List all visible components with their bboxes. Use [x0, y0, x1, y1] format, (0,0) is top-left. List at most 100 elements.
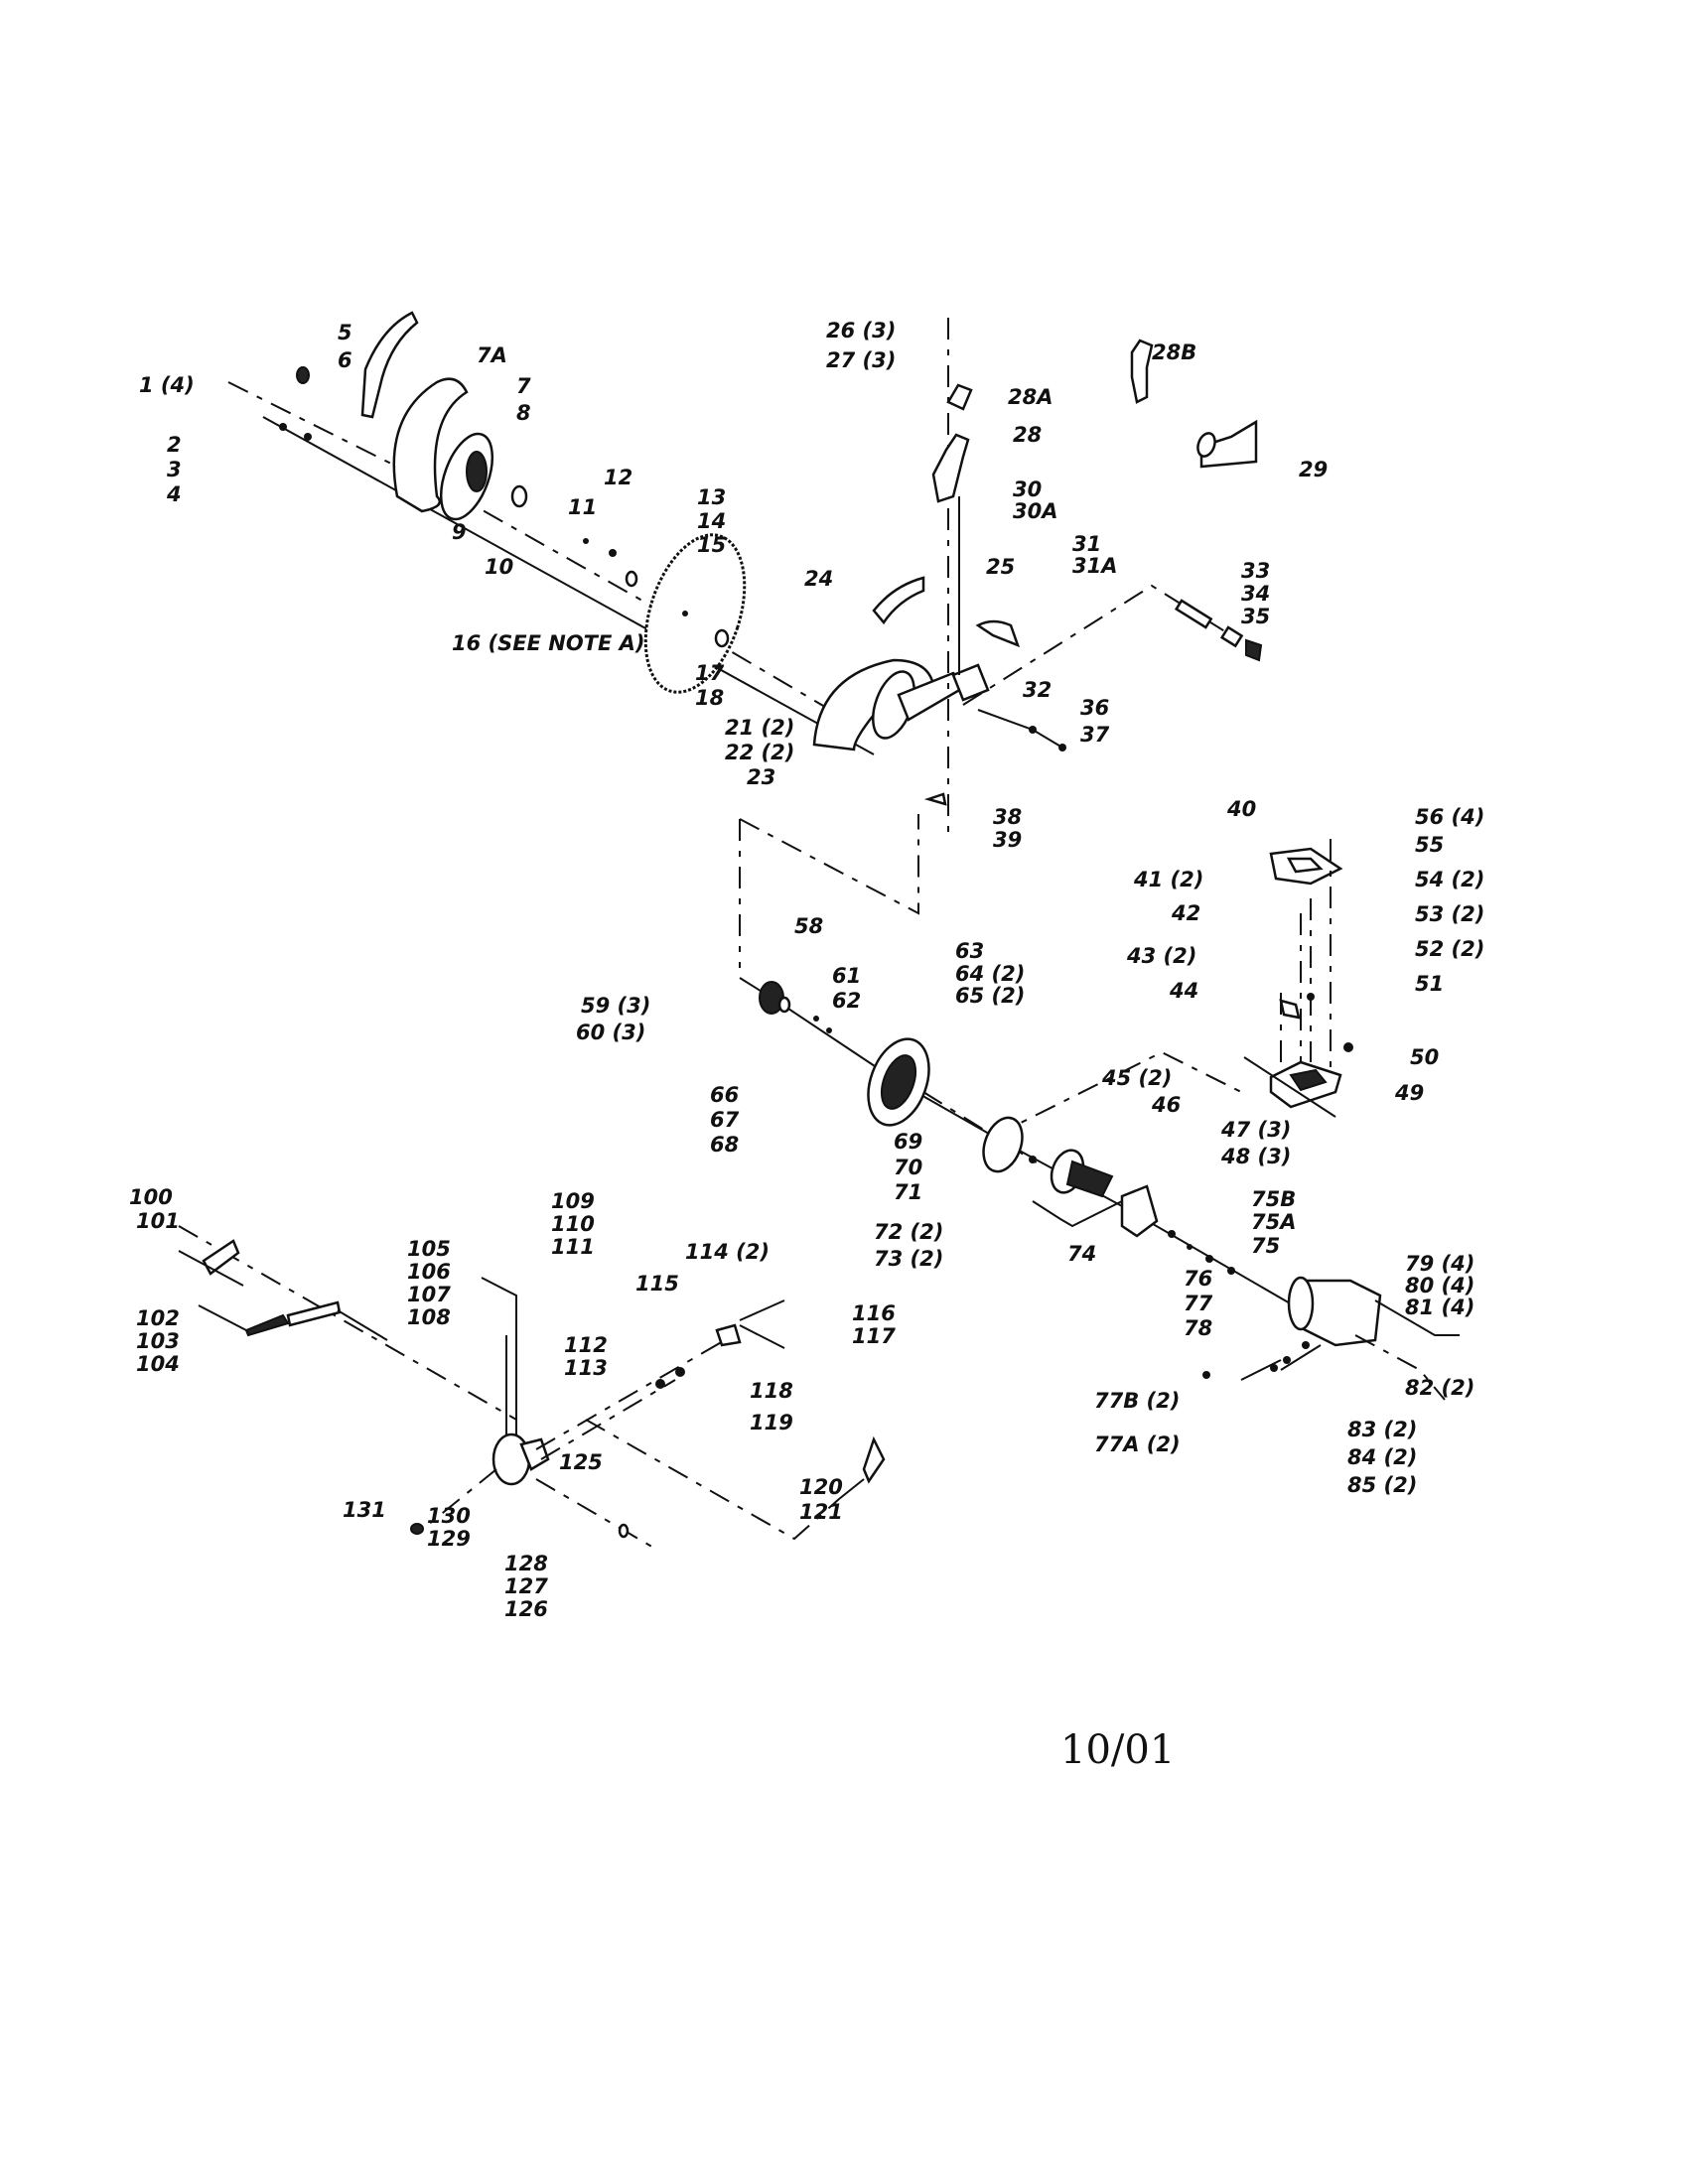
part-label: 56 (4): [1415, 805, 1484, 829]
part-label: 109: [551, 1189, 595, 1213]
seal-69: [982, 1116, 1024, 1173]
part-label: 129: [427, 1527, 471, 1551]
part-label: 111: [551, 1235, 595, 1259]
part-label: 7: [516, 374, 531, 398]
part-label: 43 (2): [1126, 944, 1196, 968]
spacer-34: [1219, 625, 1244, 648]
brush-axis: [1240, 1344, 1322, 1381]
part-label: 53 (2): [1415, 902, 1484, 926]
part-label: 84 (2): [1347, 1445, 1417, 1469]
housing-125: [491, 1433, 531, 1486]
part-label: 52 (2): [1415, 937, 1484, 961]
part-label: 15: [697, 533, 726, 557]
washer-128: [618, 1523, 630, 1539]
part-label: 73 (2): [874, 1247, 943, 1271]
lever-120: [862, 1435, 886, 1484]
part-label: 12: [604, 466, 632, 489]
part-label: 75B: [1251, 1187, 1296, 1211]
plate-29-tube: [1196, 432, 1216, 458]
switch-base-center: [1289, 1068, 1328, 1092]
part-label: 39: [993, 828, 1022, 852]
part-label: 11: [568, 495, 597, 519]
part-label: 113: [564, 1356, 608, 1380]
part-label: 31A: [1072, 554, 1117, 578]
part-label: 24: [804, 567, 833, 591]
part-label: 77: [1184, 1292, 1213, 1315]
part-label: 102: [136, 1306, 180, 1330]
motor-housing-face: [1287, 1276, 1315, 1331]
washer-6: [296, 366, 310, 384]
part-label: 117: [852, 1324, 896, 1348]
part-label: 106: [407, 1260, 451, 1284]
part-label: 130: [427, 1504, 471, 1528]
flange-17: [714, 628, 730, 648]
part-label: 45 (2): [1101, 1066, 1172, 1090]
part-label: 128: [504, 1552, 548, 1575]
guard-7: [392, 377, 469, 513]
part-label: 83 (2): [1347, 1418, 1417, 1441]
lever-axis: [585, 1419, 840, 1541]
cover-40-inner: [1286, 857, 1324, 874]
gearbox-motor-assembly: [739, 839, 1460, 1401]
part-label: 28: [1013, 423, 1042, 447]
part-label: 10: [485, 555, 513, 579]
axis-line: [262, 416, 875, 755]
part-label: 131: [343, 1498, 386, 1522]
assembly-link: [739, 814, 919, 968]
switch-actuator-44: [1279, 999, 1301, 1020]
part-label: 46: [1151, 1093, 1181, 1117]
part-label: 75A: [1251, 1210, 1296, 1234]
part-label: 70: [894, 1156, 922, 1179]
handle-axis: [178, 1225, 517, 1421]
part-label: 60 (3): [576, 1021, 645, 1044]
rod-105: [286, 1300, 342, 1327]
part-label: 79 (4): [1405, 1252, 1474, 1276]
armature-71: [1065, 1160, 1114, 1198]
arm-bracket: [951, 663, 990, 702]
part-label: 116: [852, 1301, 896, 1325]
date-code: 10/01: [1060, 1727, 1176, 1773]
part-label: 40: [1226, 797, 1256, 821]
part-label: 51: [1415, 972, 1444, 996]
part-label: 9: [452, 520, 467, 544]
bracket-leaders: [739, 1299, 785, 1349]
part-label: 25: [986, 555, 1015, 579]
part-label: 121: [799, 1500, 843, 1524]
bolt-axis: [481, 1277, 517, 1459]
part-label: 48 (3): [1220, 1145, 1291, 1168]
handle-leaders: [178, 1250, 388, 1341]
part-label: 58: [794, 914, 823, 938]
part-label: 30: [1013, 478, 1042, 501]
part-label: 66: [710, 1083, 739, 1107]
part-label: 125: [559, 1450, 603, 1474]
washer-9: [510, 484, 528, 508]
part-label: 127: [504, 1574, 548, 1598]
bracket-25: [975, 619, 1021, 648]
part-label: 32: [1023, 678, 1052, 702]
part-label: 14: [697, 509, 726, 533]
part-label: 16 (SEE NOTE A): [452, 631, 645, 655]
part-label: 100: [129, 1185, 173, 1209]
part-label: 80 (4): [1405, 1274, 1474, 1297]
part-label: 7A: [477, 343, 507, 367]
handle-100: [202, 1239, 240, 1276]
part-label: 28B: [1152, 341, 1196, 364]
part-label: 29: [1299, 458, 1328, 481]
part-label: 17: [695, 661, 725, 685]
handle-base-assembly: [178, 1225, 886, 1550]
bearing-58-face: [777, 996, 791, 1014]
part-label: 49: [1394, 1081, 1424, 1105]
pin-33: [1174, 599, 1213, 629]
part-label: 74: [1067, 1242, 1096, 1266]
part-label: 118: [750, 1379, 793, 1403]
part-label: 13: [697, 485, 726, 509]
part-label: 85 (2): [1347, 1473, 1417, 1497]
part-label: 110: [551, 1212, 595, 1236]
leader: [1243, 1056, 1336, 1118]
part-label: 115: [635, 1272, 679, 1296]
clip-28b: [1130, 339, 1154, 404]
part-labels: 1 (4) 2 3 4 5 6 7A 7 8 9 10 11 12 13 14 …: [129, 319, 1484, 1621]
blade-guard-assembly: [227, 311, 1263, 968]
part-label: 61: [832, 964, 861, 988]
motor-axis-dash: [922, 1050, 1242, 1167]
